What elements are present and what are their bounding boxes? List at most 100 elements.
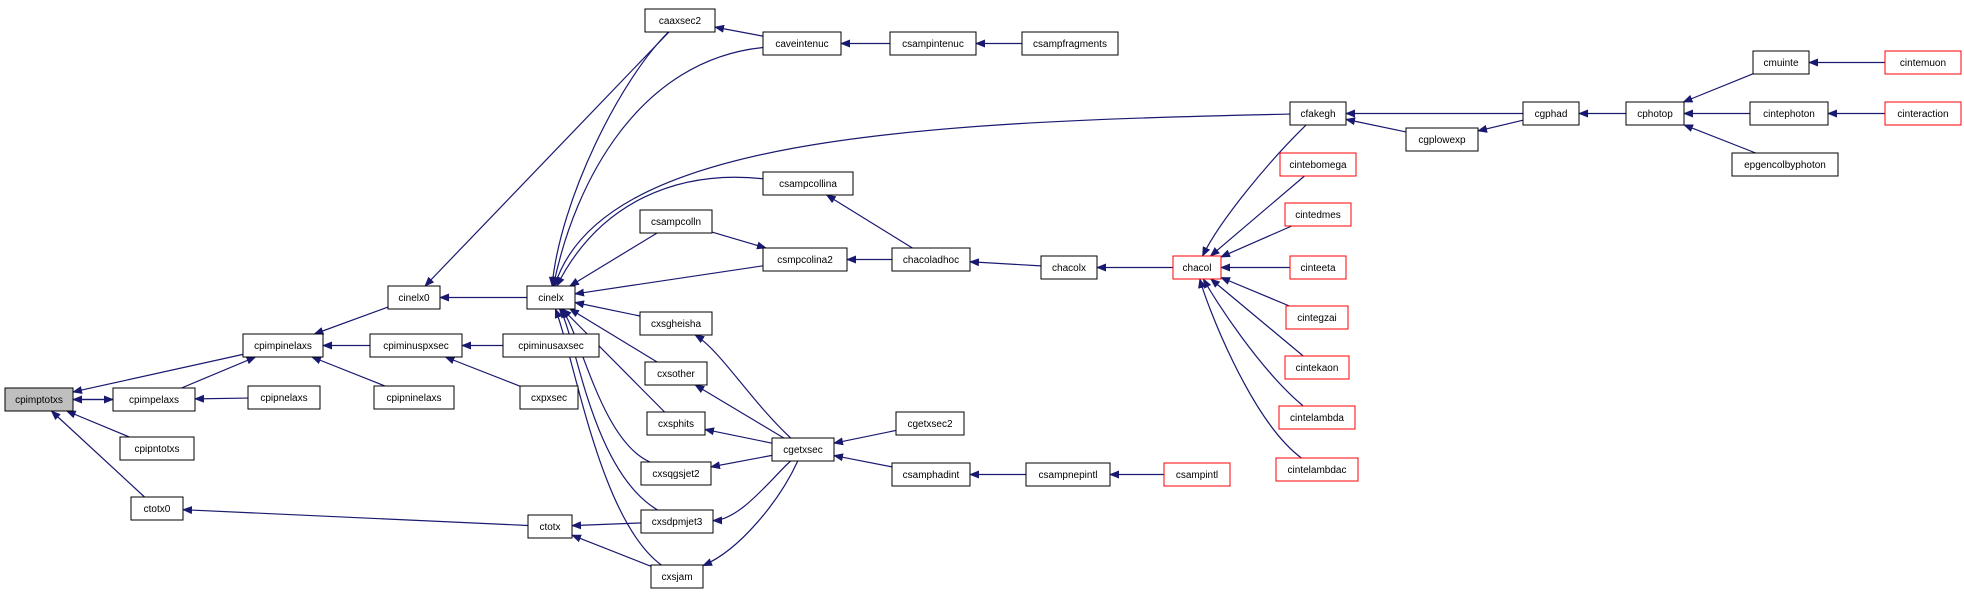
edge-cintekaon-to-chacol	[1210, 278, 1304, 357]
node-cpimpelaxs[interactable]: cpimpelaxs	[112, 387, 196, 412]
node-csampnepintl[interactable]: csampnepintl	[1025, 462, 1111, 487]
node-label: caveintenuc	[775, 39, 828, 50]
node-csampcolln[interactable]: csampcolln	[639, 209, 713, 234]
node-box	[1163, 462, 1231, 487]
edge-cxsphits-to-cinelx	[561, 308, 666, 413]
node-box	[1731, 152, 1839, 177]
node-label: cxsqgsjet2	[652, 469, 700, 480]
node-cmuinte[interactable]: cmuinte	[1752, 50, 1810, 75]
node-cintegzai[interactable]: cintegzai	[1285, 305, 1349, 330]
node-cxsgheisha[interactable]: cxsgheisha	[639, 311, 713, 336]
node-ctotx[interactable]: ctotx	[527, 514, 573, 539]
node-cpipnelaxs[interactable]: cpipnelaxs	[247, 385, 321, 410]
edge-cpipninelaxs-to-cpimpinelaxs	[311, 356, 386, 387]
node-epgencolbyphoton[interactable]: epgencolbyphoton	[1731, 152, 1839, 177]
node-cgplowexp[interactable]: cgplowexp	[1405, 127, 1479, 152]
node-box	[1405, 127, 1479, 152]
node-cxsqgsjet2[interactable]: cxsqgsjet2	[640, 461, 712, 486]
node-csampcollina[interactable]: csampcollina	[762, 171, 854, 196]
node-label: cpipninelaxs	[386, 393, 441, 404]
node-label: chacol	[1183, 263, 1212, 274]
node-cxsjam[interactable]: cxsjam	[650, 564, 704, 589]
node-box	[1279, 152, 1357, 177]
edge-cintegzai-to-chacol	[1220, 276, 1290, 307]
node-box	[644, 8, 716, 33]
node-csampfragments[interactable]: csampfragments	[1021, 31, 1119, 56]
node-ctotx0[interactable]: ctotx0	[130, 496, 184, 521]
node-box	[1275, 457, 1359, 482]
node-caveintenuc[interactable]: caveintenuc	[762, 31, 842, 56]
node-label: cinteraction	[1897, 109, 1948, 120]
node-box	[1025, 462, 1111, 487]
node-cpimptotxs[interactable]: cpimptotxs	[4, 387, 74, 412]
node-label: cintedmes	[1295, 210, 1341, 221]
node-chacol[interactable]: chacol	[1172, 255, 1222, 280]
node-csamphadint[interactable]: csamphadint	[891, 462, 971, 487]
node-cinelx[interactable]: cinelx	[526, 285, 576, 310]
node-box	[1284, 355, 1350, 380]
node-label: cmuinte	[1763, 58, 1798, 69]
node-label: csampcollina	[779, 179, 837, 190]
node-label: cintelambdac	[1288, 465, 1347, 476]
node-label: csampintenuc	[902, 39, 964, 50]
node-box	[891, 462, 971, 487]
node-cintedmes[interactable]: cintedmes	[1284, 202, 1352, 227]
node-cintekaon[interactable]: cintekaon	[1284, 355, 1350, 380]
node-chacoladhoc[interactable]: chacoladhoc	[891, 247, 971, 272]
node-cpipninelaxs[interactable]: cpipninelaxs	[373, 385, 455, 410]
node-csampintl[interactable]: csampintl	[1163, 462, 1231, 487]
node-cfakegh[interactable]: cfakegh	[1289, 101, 1347, 126]
node-cpiminuspxsec[interactable]: cpiminuspxsec	[369, 333, 463, 358]
node-box	[644, 361, 708, 386]
node-cxsdpmjet3[interactable]: cxsdpmjet3	[640, 509, 714, 534]
node-box	[1289, 101, 1347, 126]
node-box	[526, 285, 576, 310]
node-cphotop[interactable]: cphotop	[1625, 101, 1685, 126]
node-cgetxsec2[interactable]: cgetxsec2	[895, 411, 965, 436]
node-cintelambdac[interactable]: cintelambdac	[1275, 457, 1359, 482]
edge-csampcollina-to-cinelx	[556, 176, 764, 287]
node-csmpcolina2[interactable]: csmpcolina2	[762, 247, 848, 272]
edge-cpipntotxs-to-cpimptotxs	[65, 410, 130, 438]
node-cintebomega[interactable]: cintebomega	[1279, 152, 1357, 177]
node-label: ctotx0	[144, 504, 171, 515]
node-cxsother[interactable]: cxsother	[644, 361, 708, 386]
node-box	[387, 285, 441, 310]
node-box	[1289, 255, 1347, 280]
node-cgphad[interactable]: cgphad	[1522, 101, 1580, 126]
node-caaxsec2[interactable]: caaxsec2	[644, 8, 716, 33]
edge-epgencolbyphoton-to-cphotop	[1683, 124, 1756, 154]
node-chacolx[interactable]: chacolx	[1040, 255, 1098, 280]
edge-cgetxsec2-to-cgetxsec	[833, 429, 897, 446]
edge-ctotx-to-ctotx0	[182, 506, 529, 527]
node-cintelambda[interactable]: cintelambda	[1278, 405, 1356, 430]
edge-cfakegh-to-chacol	[1202, 124, 1307, 257]
node-cinteeta[interactable]: cinteeta	[1289, 255, 1347, 280]
node-box	[762, 247, 848, 272]
node-box	[4, 387, 74, 412]
edge-layer	[50, 24, 1885, 567]
edge-cpimpinelaxs-to-cpimptotxs	[72, 353, 244, 394]
node-cpimpinelaxs[interactable]: cpimpinelaxs	[242, 333, 324, 358]
node-box	[1285, 305, 1349, 330]
edge-cgetxsec-to-cxsphits	[704, 427, 773, 444]
node-csampintenuc[interactable]: csampintenuc	[889, 31, 977, 56]
node-label: cphotop	[1637, 109, 1673, 120]
node-cxsphits[interactable]: cxsphits	[646, 411, 706, 436]
node-box	[1752, 50, 1810, 75]
node-label: chacoladhoc	[903, 255, 959, 266]
node-label: cgphad	[1535, 109, 1568, 120]
edge-chacoladhoc-to-csampcollina	[825, 194, 913, 249]
node-box	[895, 411, 965, 436]
edge-cxsdpmjet3-to-ctotx	[571, 521, 642, 530]
node-cintemuon[interactable]: cintemuon	[1884, 50, 1962, 75]
node-cpiminusaxsec[interactable]: cpiminusaxsec	[502, 333, 600, 358]
node-cinteraction[interactable]: cinteraction	[1884, 101, 1962, 126]
node-cintephoton[interactable]: cintephoton	[1749, 101, 1829, 126]
node-cpipntotxs[interactable]: cpipntotxs	[119, 436, 195, 461]
edge-caaxsec2-to-cinelx	[548, 31, 669, 287]
node-cxpxsec[interactable]: cxpxsec	[519, 385, 579, 410]
node-cinelx0[interactable]: cinelx0	[387, 285, 441, 310]
node-cgetxsec[interactable]: cgetxsec	[771, 437, 835, 462]
node-box	[373, 385, 455, 410]
